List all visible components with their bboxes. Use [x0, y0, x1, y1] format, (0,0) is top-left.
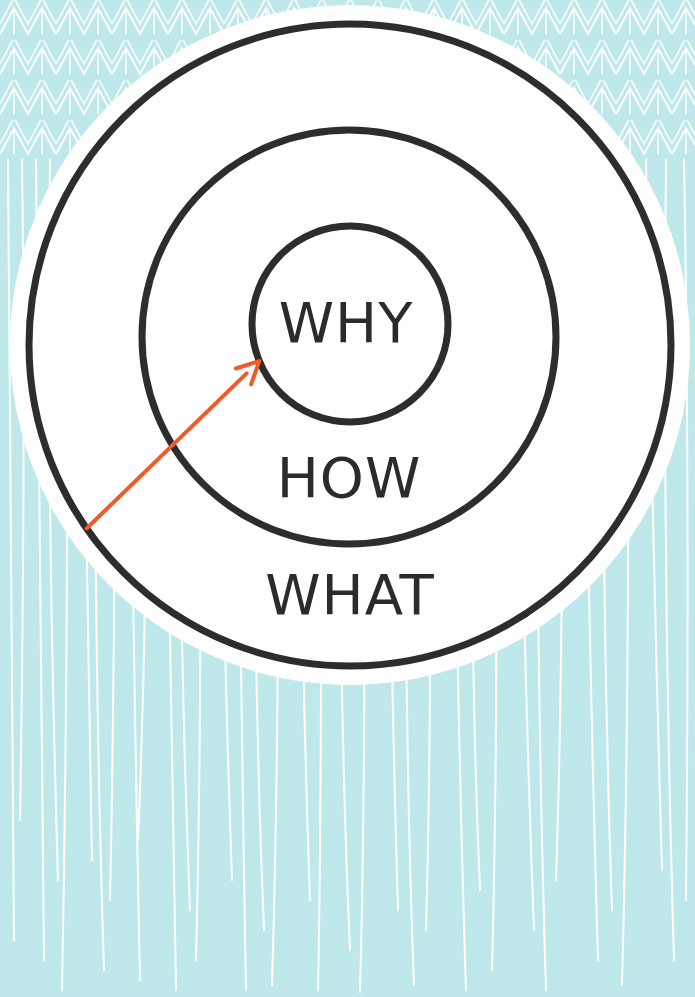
circle-label: HOW [277, 449, 422, 508]
arrow-head [236, 361, 259, 384]
circle-stroke [29, 24, 671, 666]
circle-label: WHAT [265, 566, 435, 625]
circle-node: WHAT HOW WHY [25, 20, 675, 670]
arrow-connector [87, 361, 260, 528]
arrow-line [87, 373, 247, 528]
circle-stroke [142, 130, 556, 544]
circle-node: HOW WHY [138, 126, 560, 548]
circle-stroke [252, 226, 448, 422]
white-disc [10, 5, 690, 685]
circle-node: WHY [248, 222, 452, 426]
circle-label: WHY [279, 294, 414, 353]
